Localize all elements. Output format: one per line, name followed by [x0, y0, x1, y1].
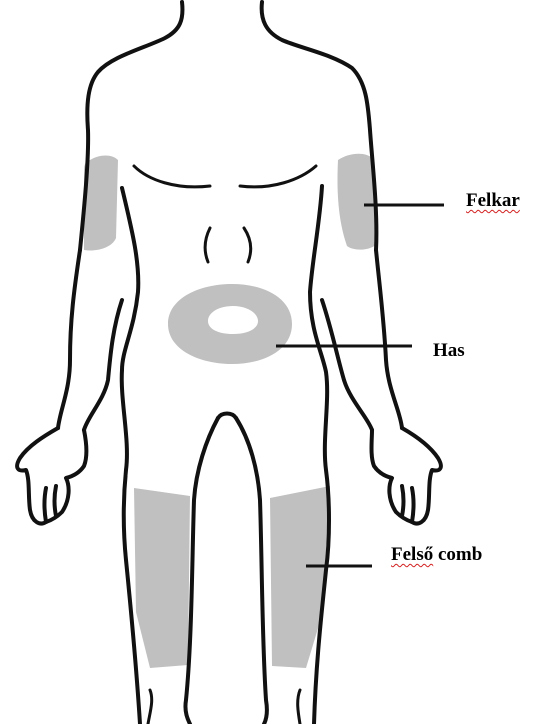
right-hand-finger [412, 488, 414, 522]
injection-area-right-upper-arm [337, 154, 376, 250]
right-inner-leg [236, 418, 267, 724]
injection-area-left-upper-arm [84, 156, 118, 251]
crotch-line [218, 414, 236, 419]
label-upper-thigh-word2: comb [438, 544, 482, 565]
right-hand [372, 428, 441, 524]
abs-right [244, 228, 251, 262]
right-knee [298, 690, 300, 724]
label-abdomen-text: Has [433, 340, 465, 361]
right-arm-outer [376, 250, 402, 428]
label-abdomen: Has [433, 341, 465, 360]
left-knee [148, 690, 152, 724]
left-hand-finger [45, 488, 47, 522]
injection-area-abdomen [168, 284, 292, 364]
left-inner-leg [185, 418, 218, 724]
right-arm-inner [322, 300, 372, 430]
left-torso-side [122, 188, 140, 724]
left-arm-outer [58, 250, 80, 428]
chest-right [240, 166, 316, 187]
label-upper-thigh: Felső comb [391, 545, 482, 564]
injection-area-left-thigh [134, 488, 190, 668]
left-arm-inner [84, 300, 122, 430]
label-upper-arm-text: Felkar [466, 190, 520, 211]
abs-left [205, 228, 210, 262]
right-hand-finger [402, 486, 404, 516]
label-upper-thigh-word1: Felső [391, 544, 433, 565]
left-hand-finger [55, 486, 57, 516]
label-upper-arm: Felkar [466, 191, 520, 210]
chest-left [134, 166, 210, 187]
left-hand [17, 428, 86, 524]
